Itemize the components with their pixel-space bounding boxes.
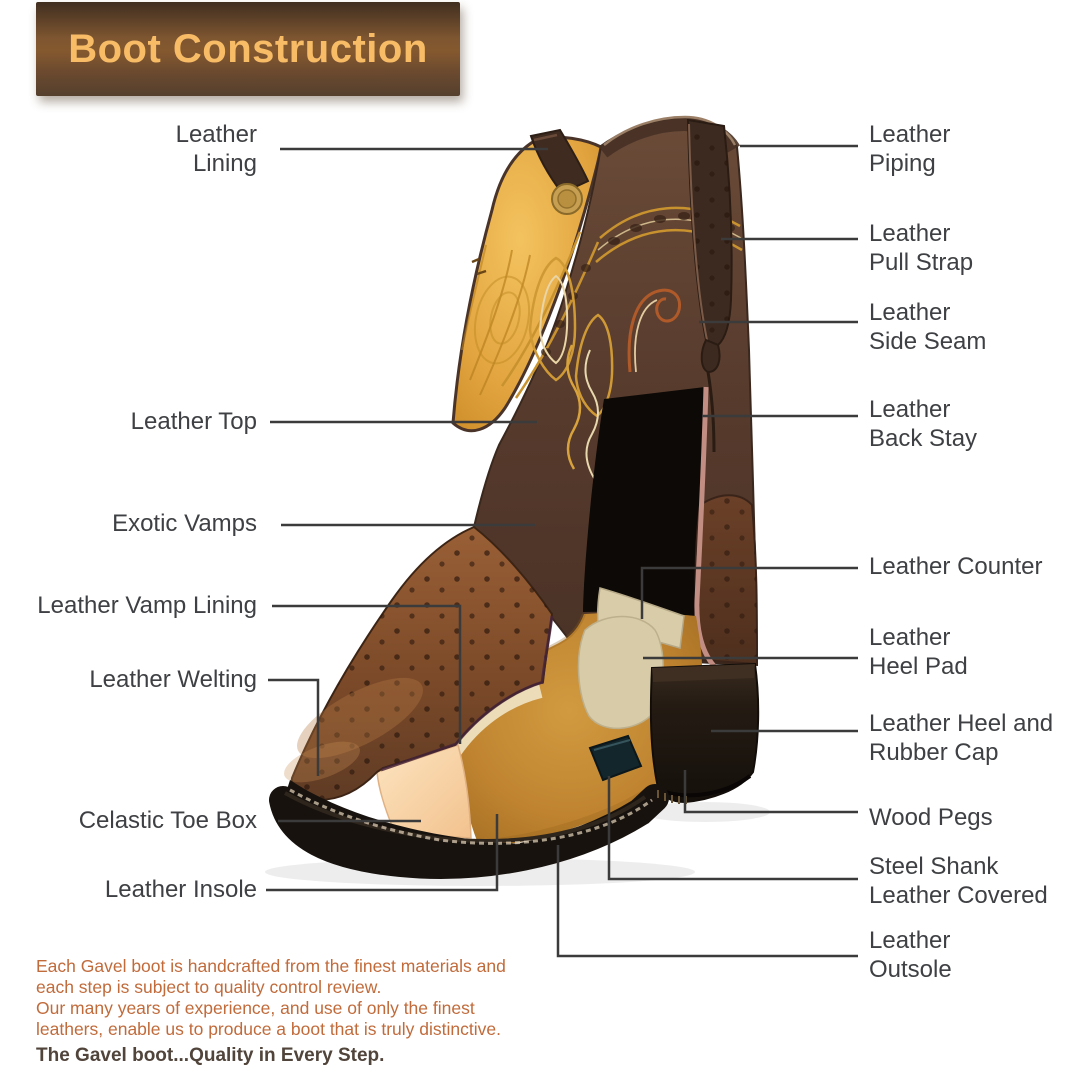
leader-leather-outsole <box>556 845 858 958</box>
label-leather-top: Leather Top <box>130 408 257 435</box>
label-steel-shank: Steel Shank Leather Covered <box>869 853 1048 909</box>
wood-pegs-detail <box>657 790 687 804</box>
label-leather-welting: Leather Welting <box>89 666 257 693</box>
label-leather-counter: Leather Counter <box>869 553 1043 580</box>
footer-line-1: Each Gavel boot is handcrafted from the … <box>36 956 506 976</box>
toe-box-piece <box>376 744 472 839</box>
boot-vamp <box>284 525 554 802</box>
steel-shank-piece <box>588 734 643 782</box>
page-title: Boot Construction <box>68 26 428 71</box>
label-leather-side-seam: Leather Side Seam <box>869 299 987 355</box>
boot-outsole <box>269 780 687 879</box>
label-wood-pegs: Wood Pegs <box>869 804 993 831</box>
label-exotic-vamps: Exotic Vamps <box>112 510 257 537</box>
leader-leather-welting <box>268 678 320 776</box>
label-leather-heel-rubber-cap: Leather Heel and Rubber Cap <box>869 710 1054 766</box>
boot-quarter <box>694 494 759 666</box>
label-leather-outsole: Leather Outsole <box>869 927 952 983</box>
outer-pull-strap <box>686 118 733 453</box>
label-leather-pull-strap: Leather Pull Strap <box>869 220 974 276</box>
leader-steel-shank <box>607 776 858 881</box>
welt-stitching <box>289 788 653 845</box>
label-leather-heel-pad: Leather Heel Pad <box>869 624 968 680</box>
footer-text: Each Gavel boot is handcrafted from the … <box>36 956 506 1067</box>
label-leather-back-stay: Leather Back Stay <box>869 396 978 452</box>
leader-leather-vamp-lining <box>272 604 462 744</box>
label-leather-lining: Leather Lining <box>175 121 257 177</box>
footer-line-2: each step is subject to quality control … <box>36 977 382 997</box>
boot-heel <box>649 662 760 804</box>
leader-lines <box>266 144 858 958</box>
inner-pull-strap <box>529 128 590 215</box>
label-leather-vamp-lining: Leather Vamp Lining <box>37 592 257 619</box>
label-celastic-toe-box: Celastic Toe Box <box>78 807 257 834</box>
cutaway-window <box>583 387 705 616</box>
footer-line-4: leathers, enable us to produce a boot th… <box>36 1019 501 1039</box>
footer-tagline: The Gavel boot...Quality in Every Step. <box>36 1045 385 1066</box>
side-seam <box>700 338 721 374</box>
label-leather-insole: Leather Insole <box>104 876 257 903</box>
leader-leather-insole <box>266 814 499 892</box>
label-leather-piping: Leather Piping <box>869 121 951 177</box>
leader-leather-counter <box>640 566 858 619</box>
leader-wood-pegs <box>683 770 858 814</box>
cut-edge <box>694 386 716 668</box>
footer-line-3: Our many years of experience, and use of… <box>36 998 475 1018</box>
title-banner: Boot Construction <box>36 2 460 96</box>
